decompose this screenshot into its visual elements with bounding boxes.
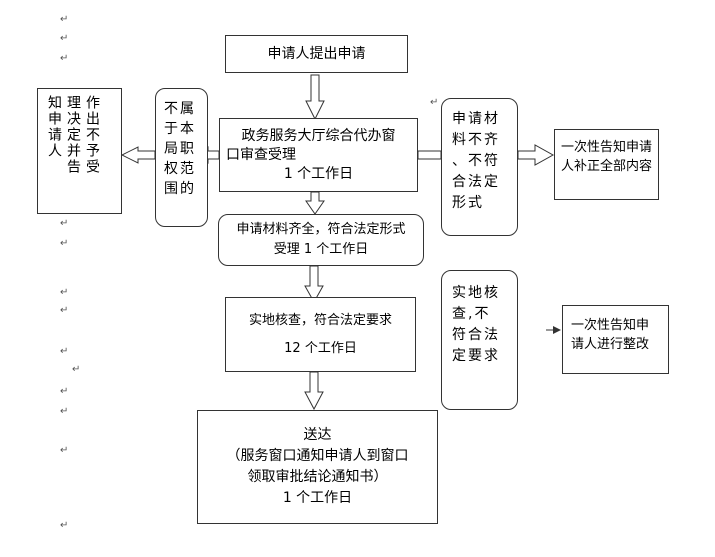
arrow-down-4: [304, 371, 324, 411]
para-mark: ↵: [60, 445, 69, 456]
arrow-down-2: [305, 191, 325, 215]
not-in-scope-box: 不属 于本 局职 权范 围的: [155, 88, 208, 227]
para-mark: ↵: [60, 53, 69, 64]
accept-line-2: 受理 1 个工作日: [273, 242, 369, 257]
para-mark: ↵: [60, 218, 69, 229]
deliver-line-1: 送达: [303, 427, 332, 443]
para-mark: ↵: [60, 305, 69, 316]
para-mark: ↵: [72, 364, 81, 375]
hall-review-box: 政务服务大厅综合代办窗 口审查受理 1 个工作日: [219, 118, 418, 192]
site-fail-box: 实地核 查,不 符合法 定要求: [441, 270, 518, 410]
arrow-down-1: [305, 74, 325, 121]
reject-notice-text: 作出不予受 理决定并告 知申请人: [46, 95, 100, 175]
arrow-left-reject: [120, 146, 156, 164]
connector-right-incomplete: [417, 150, 442, 160]
site-check-line-1: 实地核查，符合法定要求: [248, 312, 392, 328]
deliver-box: 送达 （服务窗口通知申请人到窗口 领取审批结论通知书） 1 个工作日: [197, 410, 438, 524]
incomplete-box: 申请材 料不齐 、不符 合法定 形式: [441, 98, 518, 236]
notify-rectify-box: 一次性告知申请人进行整改: [562, 305, 669, 374]
site-check-line-2: 12 个工作日: [284, 340, 357, 356]
site-check-box: 实地核查，符合法定要求 12 个工作日: [225, 297, 416, 372]
para-mark: ↵: [60, 520, 69, 531]
para-mark: ↵: [60, 386, 69, 397]
hall-review-line-3: 1 个工作日: [283, 165, 354, 182]
applicant-submit-box: 申请人提出申请: [225, 35, 408, 73]
deliver-line-2: （服务窗口通知申请人到窗口: [226, 448, 409, 464]
arrow-right-supplement: [517, 144, 555, 166]
accept-box: 申请材料齐全，符合法定形式 受理 1 个工作日: [218, 214, 424, 266]
para-mark: ↵: [60, 287, 69, 298]
notify-supplement-text: 一次性告知申请人补正全部内容: [561, 140, 653, 174]
reject-notice-box: 作出不予受 理决定并告 知申请人: [37, 88, 122, 214]
para-mark: ↵: [60, 33, 69, 44]
notify-supplement-box: 一次性告知申请人补正全部内容: [554, 129, 659, 200]
hall-review-line-2: 口审查受理: [226, 146, 296, 163]
para-mark: ↵: [60, 238, 69, 249]
incomplete-text: 申请材 料不齐 、不符 合法定 形式: [452, 111, 500, 211]
para-mark: ↵: [60, 14, 69, 25]
para-mark: ↵: [430, 97, 439, 108]
site-fail-text: 实地核 查,不 符合法 定要求: [452, 285, 500, 364]
para-mark: ↵: [60, 406, 69, 417]
notify-rectify-text: 一次性告知申请人进行整改: [571, 318, 650, 352]
accept-line-1: 申请材料齐全，符合法定形式: [236, 222, 406, 237]
para-mark: ↵: [60, 346, 69, 357]
deliver-line-4: 1 个工作日: [282, 490, 353, 506]
hall-review-line-1: 政务服务大厅综合代办窗: [241, 127, 396, 144]
deliver-line-3: 领取审批结论通知书）: [247, 469, 388, 485]
applicant-submit-text: 申请人提出申请: [267, 45, 366, 62]
arrow-down-3: [304, 265, 324, 304]
not-in-scope-text: 不属 于本 局职 权范 围的: [164, 101, 196, 197]
